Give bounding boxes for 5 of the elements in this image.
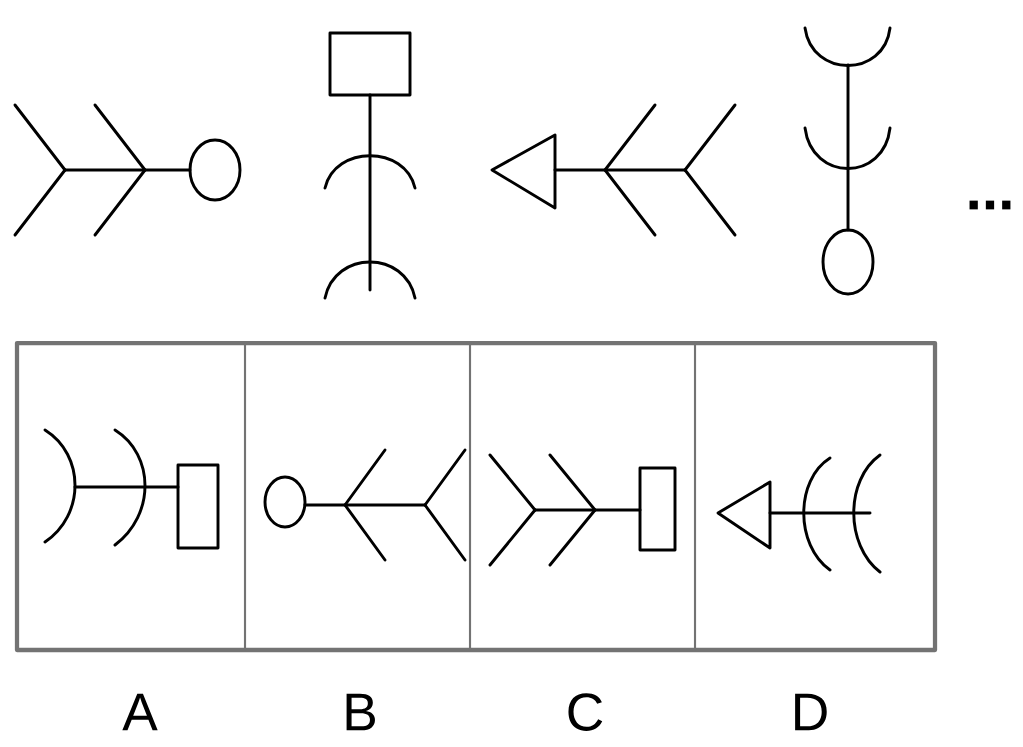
option-letter: C [568, 693, 603, 731]
option-letter: D [795, 693, 827, 731]
option-letter: B [346, 693, 375, 731]
option-letter: A [122, 693, 158, 731]
ellipsis: ... [969, 200, 1011, 210]
